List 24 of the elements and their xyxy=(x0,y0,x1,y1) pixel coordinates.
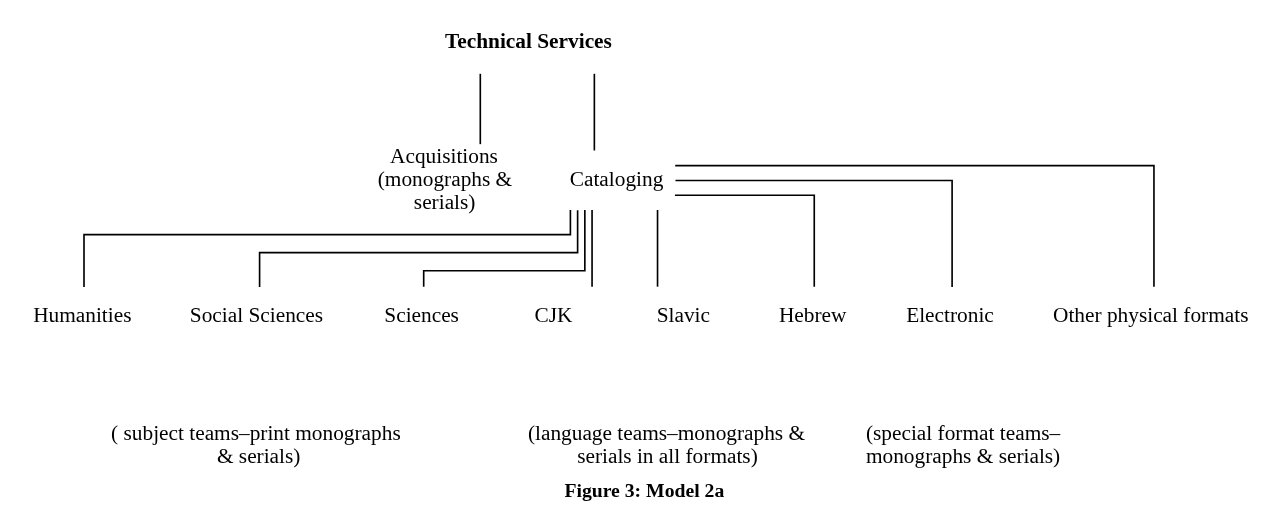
connector xyxy=(593,73,596,152)
node-text: Humanities xyxy=(33,303,132,328)
node-text: Sciences xyxy=(384,303,459,328)
label: (special format teams– monographs & serials) xyxy=(865,421,1061,469)
node-text: Slavic xyxy=(656,303,711,328)
caption: Figure 3: Model 2a xyxy=(564,478,725,501)
node-text: Technical Services xyxy=(445,29,612,54)
node-text: Other physical formats xyxy=(1053,303,1249,328)
node-text: Social Sciences xyxy=(189,303,324,328)
node-text: Cataloging xyxy=(569,167,664,192)
connector xyxy=(674,194,816,288)
connector xyxy=(656,209,659,288)
node-text: Acquisitions (monographs & serials) xyxy=(377,144,513,214)
connector xyxy=(674,164,1155,288)
connector xyxy=(258,209,579,288)
node-text: Electronic xyxy=(906,303,994,328)
connector xyxy=(479,73,482,145)
node-text: CJK xyxy=(534,303,573,328)
label: (language teams–monographs & serials in all formats) xyxy=(527,421,806,469)
connector xyxy=(674,179,953,288)
node-text: Hebrew xyxy=(778,303,847,328)
connector xyxy=(591,209,593,288)
connector xyxy=(83,209,572,288)
label: ( subject teams–print monographs & serials) xyxy=(111,421,401,469)
